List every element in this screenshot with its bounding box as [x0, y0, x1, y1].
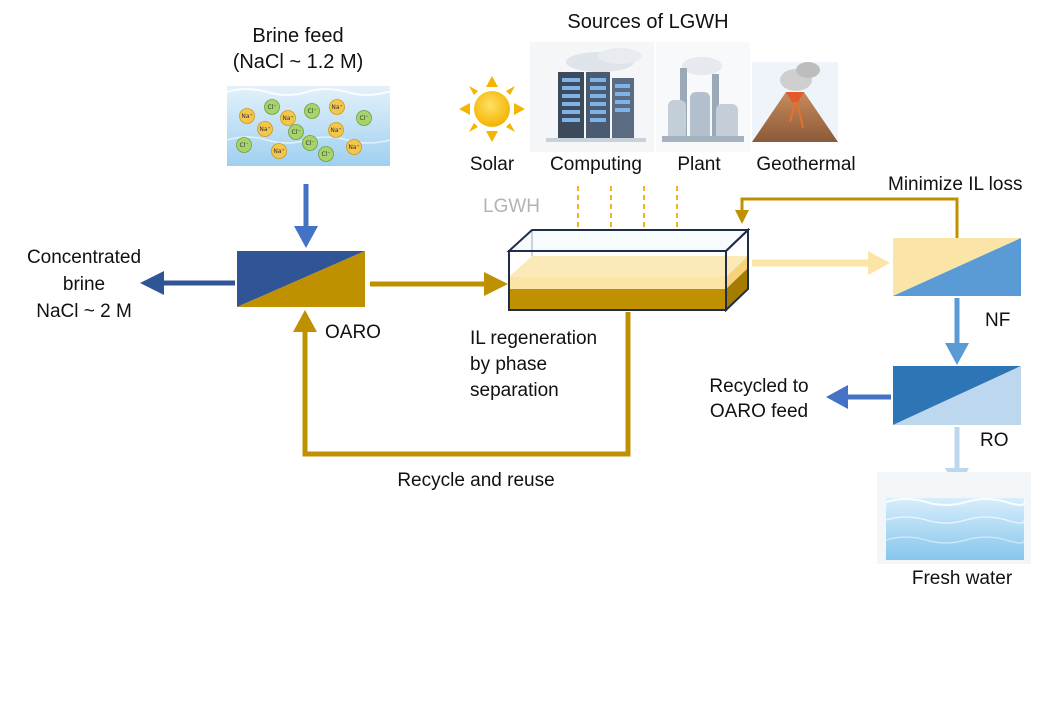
brine-feed-subtitle: (NaCl ~ 1.2 M) — [233, 51, 364, 73]
sodium-ion — [328, 122, 344, 138]
ion-label: Na⁺ — [331, 104, 342, 111]
concentrated-brine-arrow — [140, 271, 235, 295]
ion-label: Na⁺ — [259, 126, 270, 133]
concentrated-brine-label-2: brine — [63, 274, 105, 295]
nf-to-ro-arrow — [945, 298, 969, 365]
recycle-reuse-label: Recycle and reuse — [397, 470, 554, 491]
oaro-to-tank-arrow — [370, 272, 508, 296]
source-plant-label: Plant — [677, 154, 721, 175]
ion-label: Na⁺ — [348, 144, 359, 151]
ion-label: Cl⁻ — [307, 108, 316, 115]
sodium-ion — [329, 99, 345, 115]
sodium-ion — [257, 121, 273, 137]
sodium-ion — [239, 108, 255, 124]
ion-label: Cl⁻ — [321, 151, 330, 158]
chloride-ion — [302, 135, 318, 151]
ion-label: Na⁺ — [273, 148, 284, 155]
brine-feed-title: Brine feed — [252, 25, 343, 47]
geothermal-volcano-icon — [752, 62, 838, 142]
sources-title: Sources of LGWH — [567, 11, 728, 33]
source-geothermal-label: Geothermal — [756, 154, 855, 175]
ion-label: Cl⁻ — [359, 115, 368, 122]
ion-label: Cl⁻ — [267, 104, 276, 111]
brine-feed-arrow — [294, 184, 318, 248]
lgwh-label: LGWH — [483, 196, 540, 217]
phase-separation-tank — [506, 227, 751, 313]
ion-label: Cl⁻ — [305, 140, 314, 147]
ro-label: RO — [980, 430, 1009, 451]
sun-icon — [459, 76, 525, 142]
chloride-ion — [236, 137, 252, 153]
recycle-reuse-loop — [293, 310, 631, 457]
recycled-label-2: OARO feed — [710, 401, 808, 422]
ion-label: Na⁺ — [241, 113, 252, 120]
ro-recycled-arrow — [826, 385, 891, 409]
plant-factory-icon — [656, 42, 750, 152]
source-solar-label: Solar — [470, 154, 515, 175]
minimize-il-loss-loop — [735, 197, 959, 238]
ro-module — [893, 366, 1021, 425]
sodium-ion — [280, 110, 296, 126]
nf-module — [893, 238, 1021, 296]
il-regen-label-1: IL regeneration — [470, 328, 597, 349]
oaro-module — [237, 251, 365, 307]
ion-label: Cl⁻ — [239, 142, 248, 149]
chloride-ion — [288, 124, 304, 140]
ion-label: Na⁺ — [282, 115, 293, 122]
tank-to-nf-arrow — [752, 251, 890, 275]
minimize-il-loss-label: Minimize IL loss — [888, 174, 1022, 195]
ion-particles: Na⁺ Cl⁻ Na⁺ Cl⁻ Na⁺ Cl⁻ Na⁺ Cl⁻ Na⁺ Cl⁻ Na⁺ Cl⁻ Na⁺ C… — [236, 99, 372, 162]
recycled-label-1: Recycled to — [709, 376, 808, 397]
oaro-label: OARO — [325, 322, 381, 343]
chloride-ion — [304, 103, 320, 119]
chloride-ion — [264, 99, 280, 115]
sodium-ion — [346, 139, 362, 155]
ion-label: Na⁺ — [330, 127, 341, 134]
computing-server-icon — [530, 42, 654, 152]
concentrated-brine-label-3: NaCl ~ 2 M — [36, 301, 132, 322]
chloride-ion — [356, 110, 372, 126]
ion-label: Cl⁻ — [291, 129, 300, 136]
fresh-water-label: Fresh water — [912, 568, 1013, 589]
brine-water-illustration: Na⁺ Cl⁻ Na⁺ Cl⁻ Na⁺ Cl⁻ Na⁺ Cl⁻ Na⁺ Cl⁻ Na⁺ Cl⁻ Na⁺ C… — [226, 86, 391, 166]
il-regen-label-2: by phase — [470, 354, 547, 375]
il-regen-label-3: separation — [470, 380, 559, 401]
fresh-water-illustration — [877, 472, 1031, 564]
nf-label: NF — [985, 310, 1010, 331]
chloride-ion — [318, 146, 334, 162]
source-computing-label: Computing — [550, 154, 642, 175]
sodium-ion — [271, 143, 287, 159]
concentrated-brine-label-1: Concentrated — [27, 247, 141, 268]
